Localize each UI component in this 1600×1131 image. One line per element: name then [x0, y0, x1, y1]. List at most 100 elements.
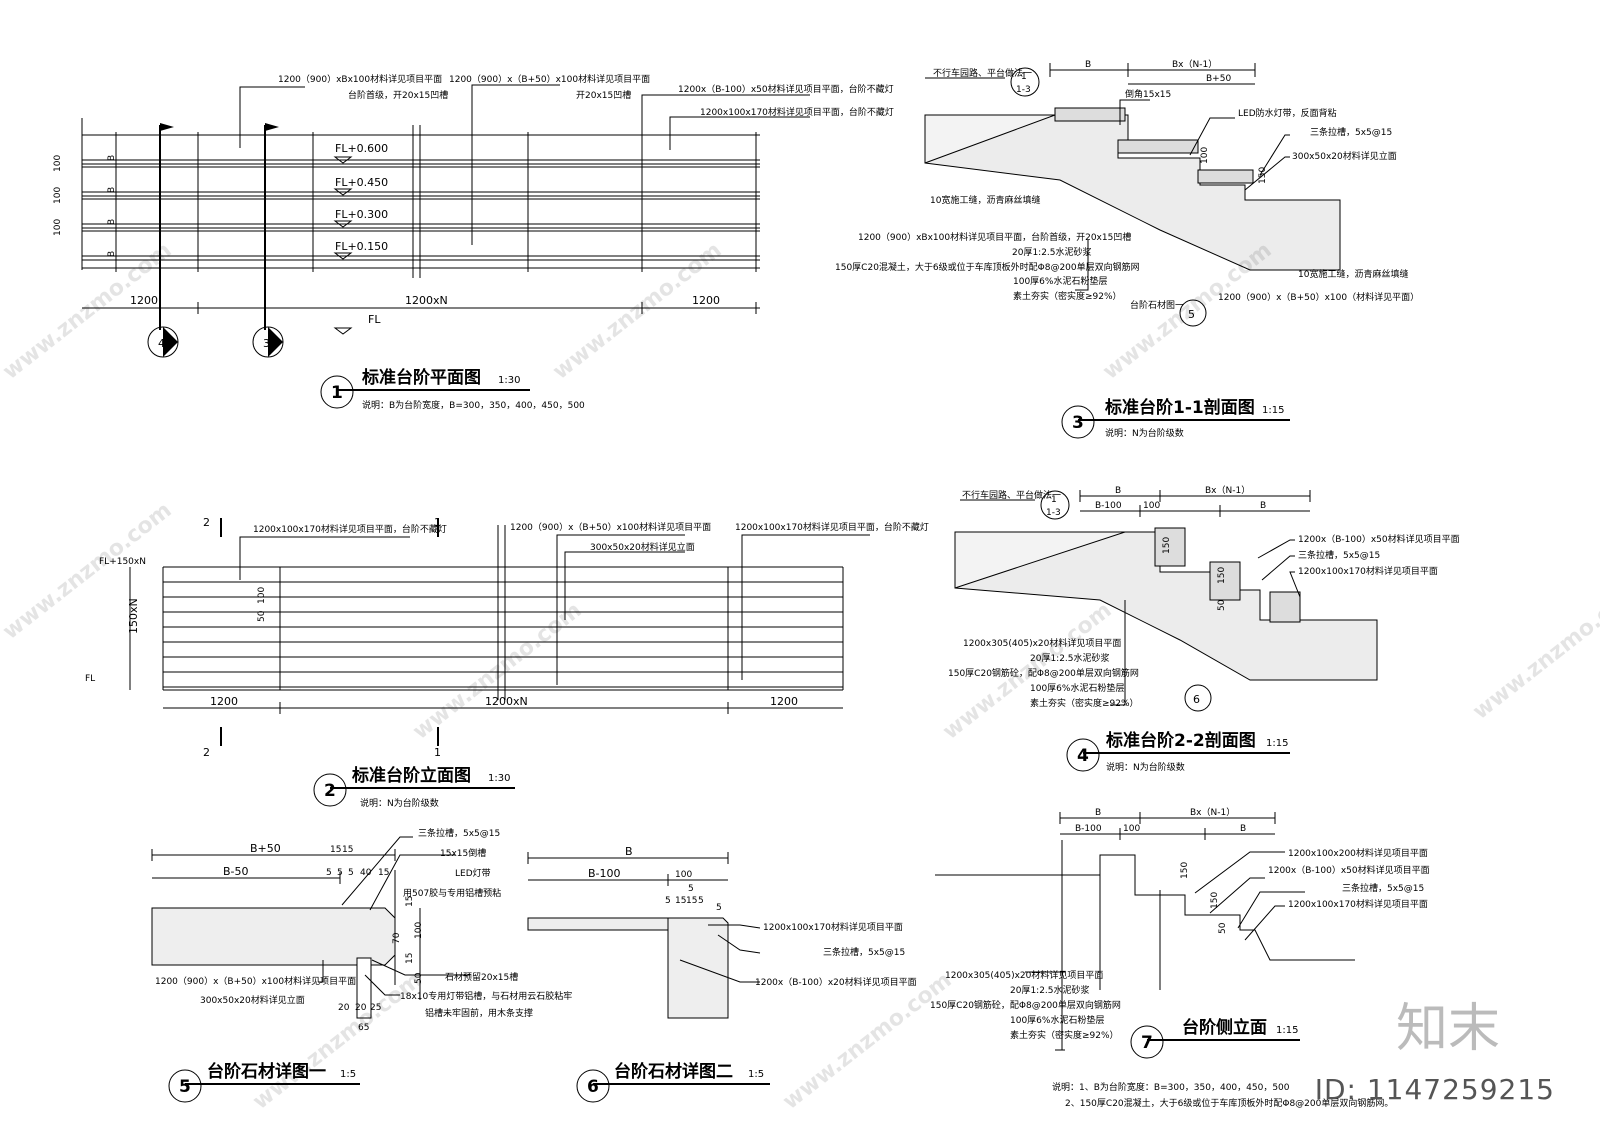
elev-callout: 1200（900）x（B+50）x100材料详见项目平面 [510, 521, 711, 533]
d2-title-block: 6 台阶石材详图二 1:5 [576, 1061, 770, 1103]
stone-detail-1: B+50 15 15 B-50 5 5 5 40 15 15 70 15 100… [151, 827, 572, 1103]
s11-top-dim: Bx（N-1） [1172, 59, 1217, 70]
s11-callout-r: 三条拉槽，5x5@15 [1310, 126, 1392, 138]
svg-text:4: 4 [158, 337, 165, 350]
resource-id: ID: 1147259215 [1314, 1073, 1555, 1106]
d1-bot-dim: 25 [370, 1003, 381, 1013]
side-callout-r: 1200x100x170材料详见项目平面 [1288, 898, 1428, 910]
d1-top-dim: B+50 [250, 842, 281, 855]
s11-top-dim: B [1085, 60, 1091, 70]
plan-level: FL+0.150 [335, 240, 388, 253]
side-callout-l: 素土夯实（密实度≥92%） [1010, 1029, 1119, 1041]
d1-bot-dim: 20 [338, 1003, 350, 1013]
s11-top-dim: B+50 [1206, 74, 1231, 84]
s22-top-dim: B [1115, 486, 1121, 496]
d1-callout: 用507胶与专用铝槽预粘 [403, 887, 501, 899]
s11-callout-r: 倒角15x15 [1125, 88, 1171, 100]
marker-3: 3 [252, 326, 284, 358]
s22-title-block: 4 标准台阶2-2剖面图 1:15 说明：N为台阶级数 [1066, 730, 1290, 773]
plan-view: 1200 1200xN 1200 B B B B 100 100 100 FL+… [53, 73, 894, 411]
d1-top-dim: 5 [337, 868, 343, 878]
plan-callout: 1200（900）x（B+50）x100材料详见项目平面 [449, 73, 650, 85]
sheet-note-1: 说明：1、B为台阶宽度：B=300，350，400，450，500 [1052, 1081, 1290, 1093]
side-title: 台阶侧立面 [1182, 1017, 1267, 1038]
d1-title-block: 5 台阶石材详图一 1:5 [168, 1061, 360, 1103]
d2-top-dim: 5 [698, 896, 704, 906]
d1-top-dim: B-50 [223, 865, 249, 878]
s11-title-block: 3 标准台阶1-1剖面图 1:15 说明：N为台阶级数 [1061, 397, 1290, 439]
svg-text:5: 5 [179, 1077, 191, 1097]
elev-dim: 1200 [770, 695, 798, 708]
section-mark: 2 [203, 746, 210, 759]
side-callout-r: 三条拉槽，5x5@15 [1342, 882, 1424, 894]
side-top-dim: B [1240, 824, 1246, 834]
s11-callout: 10宽施工缝，沥青麻丝填缝 [930, 194, 1040, 206]
svg-text:2: 2 [324, 781, 336, 801]
plan-callout: 开20x15凹槽 [576, 89, 631, 101]
d1-callout: 300x50x20材料详见立面 [200, 994, 305, 1006]
brand-logo: 知末 [1395, 999, 1500, 1059]
plan-title: 标准台阶平面图 [362, 367, 481, 388]
s22-callout: 1200x305(405)x20材料详见项目平面 [963, 637, 1121, 649]
svg-text:1: 1 [1021, 72, 1027, 82]
side-elevation: B Bx（N-1） B-100 100 B 150 150 50 1200x10… [930, 807, 1430, 1109]
s11-callout: 150厚C20混凝土，大于6级或位于车库顶板外时配Φ8@200单层双向钢筋网 [835, 261, 1140, 273]
s11-callout: 不行车园路、平台做法一 [933, 67, 1032, 79]
svg-text:6: 6 [587, 1077, 599, 1097]
d1-bot-dim: 65 [358, 1023, 369, 1033]
d1-side-dim: 100 [414, 922, 424, 939]
d1-callout: 三条拉槽，5x5@15 [418, 827, 500, 839]
s22-top-dim: Bx（N-1） [1205, 485, 1250, 496]
side-callout-r: 1200x100x200材料详见项目平面 [1288, 847, 1428, 859]
plan-title-block: 1 标准台阶平面图 1:30 说明：B为台阶宽度，B=300，350，400，4… [320, 367, 585, 411]
s22-callout: 不行车园路、平台做法一 [962, 489, 1061, 501]
side-dim: 150 [1180, 862, 1190, 879]
side-top-dim: B [1095, 808, 1101, 818]
plan-dim-1: 1200 [130, 294, 158, 307]
d2-top-dim: B [625, 845, 633, 858]
s11-note: 说明：N为台阶级数 [1105, 427, 1184, 439]
plan-note: 说明：B为台阶宽度，B=300，350，400，450，500 [362, 399, 585, 411]
s11-callout-r: 10宽施工缝，沥青麻丝填缝 [1298, 268, 1408, 280]
s11-dim: 100 [1200, 147, 1210, 164]
elev-callout: 1200x100x170材料详见项目平面，台阶不藏灯 [253, 523, 447, 535]
s11-callout-r: 台阶石材图一 [1130, 299, 1184, 311]
s11-scale: 1:15 [1262, 405, 1284, 416]
section-mark: 1 [434, 516, 441, 529]
plan-b-label: B [107, 251, 117, 257]
plan-callout: 台阶首级，开20x15凹槽 [348, 89, 448, 101]
d1-side-dim: 15 [405, 896, 415, 907]
s11-callout: 20厚1:2.5水泥砂浆 [1012, 246, 1092, 258]
svg-text:www.znzmo.com: www.znzmo.com [0, 498, 177, 645]
d1-side-dim: 50 [414, 972, 424, 984]
s22-callout: 150厚C20钢筋砼，配Φ8@200单层双向钢筋网 [948, 667, 1139, 679]
d2-top-dim: 15 [675, 896, 686, 906]
section-2-2: B Bx（N-1） B-100 100 B 150 150 50 不行车园路、平… [948, 485, 1460, 773]
s22-scale: 1:15 [1266, 738, 1288, 749]
elevation-view: 2 1 2 1 150xN FL+150xN FL 50 100 1200 12… [85, 516, 929, 809]
side-callout-l: 150厚C20钢筋砼，配Φ8@200单层双向钢筋网 [930, 999, 1121, 1011]
elevation-title-block: 2 标准台阶立面图 1:30 说明：N为台阶级数 [313, 765, 515, 809]
svg-text:1-3: 1-3 [1016, 85, 1031, 95]
side-dim: 150 [1210, 892, 1220, 909]
elev-level: FL [85, 674, 95, 684]
elev-inner-dim: 100 [257, 587, 267, 604]
marker-4: 4 [147, 326, 179, 358]
s22-callout: 素土夯实（密实度≥92%） [1030, 697, 1139, 709]
section-1-1: B Bx（N-1） B+50 100 150 不行车园路、平台做法一 1200（… [835, 59, 1419, 439]
d2-top-dim: 100 [675, 870, 692, 880]
plan-dim-2: 1200xN [405, 294, 448, 307]
d1-callout: 15x15倒槽 [440, 847, 486, 859]
side-top-dim: Bx（N-1） [1190, 807, 1235, 818]
s22-dim: 50 [1217, 599, 1227, 611]
s11-title: 标准台阶1-1剖面图 [1105, 397, 1255, 418]
svg-text:4: 4 [1077, 746, 1089, 766]
side-top-dim: 100 [1123, 824, 1140, 834]
side-top-dim: B-100 [1075, 824, 1102, 834]
d1-top-dim: 15 [378, 868, 389, 878]
plan-callout: 1200x（B-100）x50材料详见项目平面，台阶不藏灯 [678, 83, 894, 95]
d1-side-dim: 15 [405, 953, 415, 964]
d2-top-dim: 15 [686, 896, 697, 906]
plan-level: FL+0.300 [335, 208, 388, 221]
